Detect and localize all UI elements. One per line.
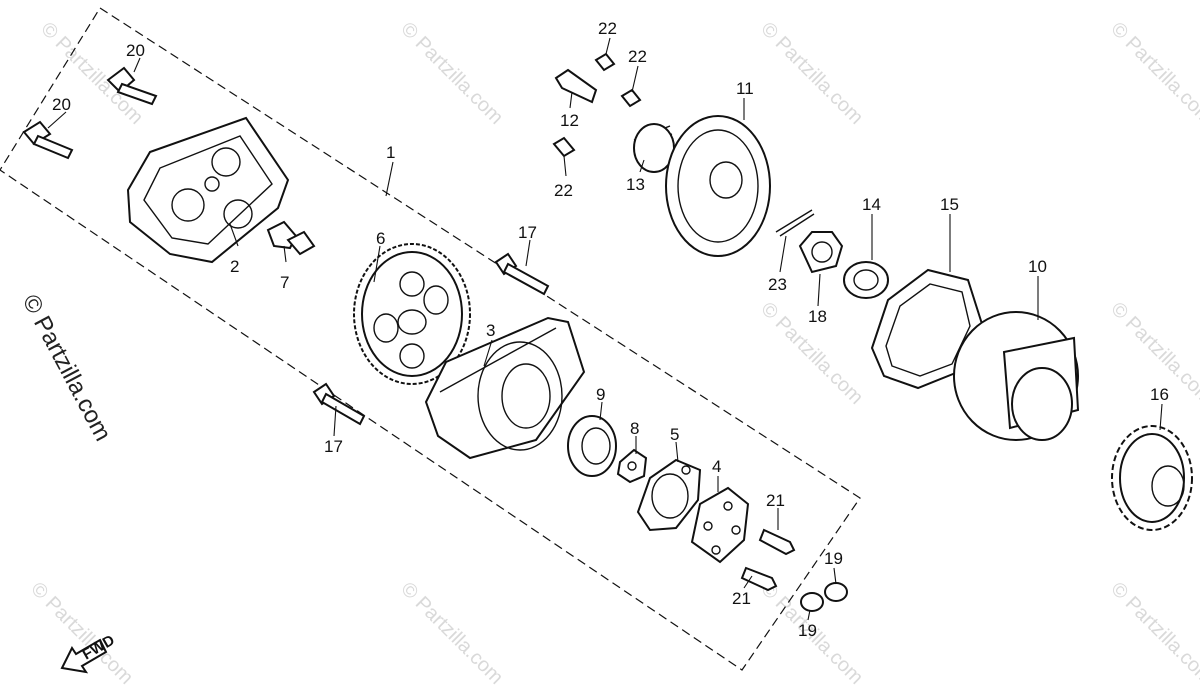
watermark: © Partzilla.com: [396, 18, 507, 129]
callout-12: 12: [560, 111, 579, 130]
part-2-cover: [126, 116, 290, 264]
callout-14: 14: [862, 195, 881, 214]
callout-1: 1: [386, 143, 395, 162]
part-7-stud: [266, 220, 316, 256]
watermark: © Partzilla.com: [396, 578, 507, 685]
callout-18: 18: [808, 307, 827, 326]
callout-7: 7: [280, 273, 289, 292]
part-10-drum: [953, 311, 1080, 441]
callout-22-top: 22: [598, 19, 617, 38]
part-11-housing: [665, 115, 771, 257]
part-21-screws: [740, 528, 796, 592]
callout-20-top: 20: [126, 41, 145, 60]
part-5-gasket: [636, 458, 702, 532]
callout-9: 9: [596, 385, 605, 404]
part-17-bolts: [312, 252, 550, 426]
callout-5: 5: [670, 425, 679, 444]
fwd-arrow-icon: [60, 638, 108, 674]
callout-3: 3: [486, 321, 495, 340]
callout-2: 2: [230, 257, 239, 276]
callout-19-bottom: 19: [798, 621, 817, 640]
part-3-pump-body: [424, 316, 586, 460]
assembly-boundary: [0, 7, 861, 671]
side-watermark: © Partzilla.com: [17, 290, 117, 445]
callout-16: 16: [1150, 385, 1169, 404]
watermark: © Partzilla.com: [1106, 18, 1200, 129]
callout-22-middle: 22: [628, 47, 647, 66]
callout-13: 13: [626, 175, 645, 194]
callout-11: 11: [736, 79, 754, 98]
callout-19-top: 19: [824, 549, 843, 568]
callout-20-bottom: 20: [52, 95, 71, 114]
part-6-gear: [353, 243, 471, 385]
callout-15: 15: [940, 195, 959, 214]
part-8-inner-rotor: [616, 448, 648, 484]
callout-8: 8: [630, 419, 639, 438]
part-12-pin: [554, 68, 598, 104]
part-19-rings: [800, 582, 848, 612]
callout-labels: 1 2 3 4 5 6 7 8 9 10 11 12 13 14 15 16 1…: [52, 19, 1169, 640]
callout-17-bottom: 17: [324, 437, 343, 456]
callout-4: 4: [712, 457, 721, 476]
watermark: © Partzilla.com: [1106, 578, 1200, 685]
watermark: © Partzilla.com: [756, 18, 867, 129]
callout-21-top: 21: [766, 491, 785, 510]
leader-lines: [47, 37, 1163, 621]
part-15-gasket: [870, 268, 984, 390]
part-16-spline-gear: [1111, 425, 1193, 531]
part-18-nut: [798, 231, 844, 274]
part-20-bolts: [22, 66, 158, 160]
part-4-plate: [690, 486, 750, 564]
part-23-clip: [775, 209, 815, 237]
part-22-screws: [552, 52, 642, 158]
callout-10: 10: [1028, 257, 1047, 276]
callout-17-top: 17: [518, 223, 537, 242]
callout-22-bottom: 22: [554, 181, 573, 200]
part-9-outer-rotor: [567, 415, 617, 477]
callout-21-bottom: 21: [732, 589, 751, 608]
callout-23: 23: [768, 275, 787, 294]
callout-6: 6: [376, 229, 385, 248]
part-14-washer: [843, 261, 889, 299]
